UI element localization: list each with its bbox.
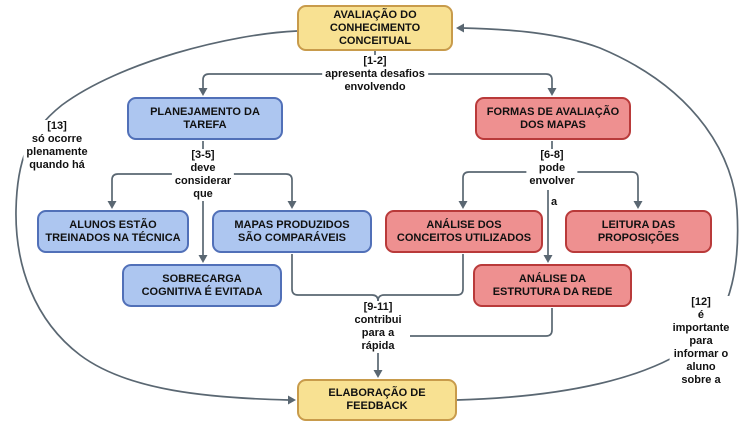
arrowhead-to-feedback (373, 370, 383, 378)
connector-estrutura-to-9-11 (410, 308, 553, 337)
node-leitura-proposicoes: LEITURA DAS PROPOSIÇÕES (565, 210, 712, 253)
node-analise-conceitos: ANÁLISE DOS CONCEITOS UTILIZADOS (385, 210, 543, 253)
arrowhead-to-estrutura (543, 255, 553, 263)
link-label-12: [12] é importante para informar o aluno … (669, 296, 733, 387)
arrowhead-curve-13-to-feedback (288, 395, 296, 405)
link-label-3-5: [3-5] deve considerar que (171, 149, 235, 201)
link-label-a: a (550, 196, 559, 209)
connector-curve-13 (15, 30, 298, 401)
node-planejamento-tarefa: PLANEJAMENTO DA TAREFA (127, 97, 283, 140)
node-mapas-comparaveis: MAPAS PRODUZIDOS SÃO COMPARÁVEIS (212, 210, 372, 253)
connector-conceitos-to-9-11 (377, 254, 464, 302)
arrowhead-to-leitura (633, 201, 643, 209)
node-elaboracao-feedback: ELABORAÇÃO DE FEEDBACK (297, 379, 457, 421)
node-formas-avaliacao: FORMAS DE AVALIAÇÃO DOS MAPAS (475, 97, 631, 140)
node-sobrecarga-cognitiva: SOBRECARGA COGNITIVA É EVITADA (122, 264, 282, 307)
arrowhead-to-formas (547, 88, 557, 96)
connector-curve-12 (456, 27, 739, 401)
arrowhead-curve-12-to-avaliacao (456, 23, 464, 33)
arrowhead-to-sobrecarga (198, 255, 208, 263)
node-analise-estrutura: ANÁLISE DA ESTRUTURA DA REDE (473, 264, 632, 307)
arrowhead-to-alunos (107, 201, 117, 209)
arrowhead-to-conceitos (458, 201, 468, 209)
link-label-9-11: [9-11] contribui para a rápida (351, 301, 405, 353)
link-label-1-2: [1-2] apresenta desafios envolvendo (322, 55, 428, 94)
arrowhead-to-planejamento (198, 88, 208, 96)
node-alunos-treinados: ALUNOS ESTÃO TREINADOS NA TÉCNICA (37, 210, 189, 253)
link-label-13: [13] só ocorre plenamente quando há (23, 120, 91, 172)
arrowhead-to-mapas (287, 201, 297, 209)
link-label-6-8: [6-8] pode envolver (526, 149, 578, 188)
node-avaliacao-conhecimento: AVALIAÇÃO DO CONHECIMENTO CONCEITUAL (297, 5, 453, 51)
